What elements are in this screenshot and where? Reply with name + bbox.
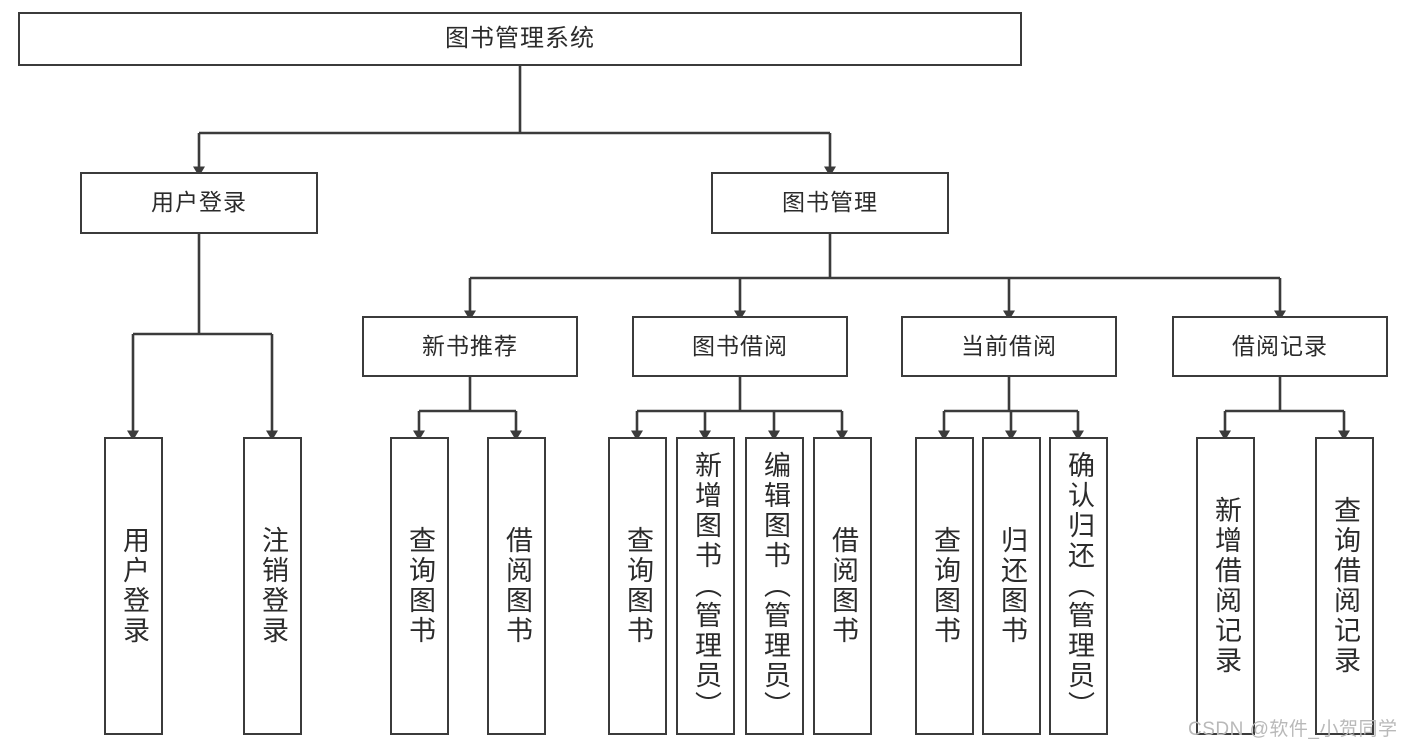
node-label: 确认归还（管理员） [1064, 451, 1094, 721]
node-label: 借阅图书 [502, 526, 532, 646]
watermark-text: CSDN @软件_小贺同学 [1188, 719, 1398, 740]
leaf-edit-book[interactable]: 编辑图书（管理员） [745, 437, 804, 735]
node-label: 查询图书 [405, 526, 435, 646]
node-label: 图书管理系统 [445, 24, 595, 52]
node-book-manage[interactable]: 图书管理 [711, 172, 949, 234]
node-label: 注销登录 [258, 526, 288, 646]
leaf-add-book[interactable]: 新增图书（管理员） [676, 437, 735, 735]
leaf-query-book-current[interactable]: 查询图书 [915, 437, 974, 735]
node-borrow-record[interactable]: 借阅记录 [1172, 316, 1388, 377]
node-new-book-recommend[interactable]: 新书推荐 [362, 316, 578, 377]
node-user-login[interactable]: 用户登录 [80, 172, 318, 234]
leaf-user-login[interactable]: 用户登录 [104, 437, 163, 735]
leaf-query-book-recommend[interactable]: 查询图书 [390, 437, 449, 735]
node-label: 用户登录 [151, 189, 247, 216]
leaf-add-borrow-record[interactable]: 新增借阅记录 [1196, 437, 1255, 735]
node-root-system[interactable]: 图书管理系统 [18, 12, 1022, 66]
leaf-confirm-return[interactable]: 确认归还（管理员） [1049, 437, 1108, 735]
node-label: 新增图书（管理员） [691, 451, 721, 721]
node-label: 新书推荐 [422, 332, 518, 359]
node-label: 当前借阅 [961, 332, 1057, 359]
leaf-borrow-book[interactable]: 借阅图书 [813, 437, 872, 735]
node-label: 查询借阅记录 [1330, 496, 1360, 676]
node-label: 查询图书 [930, 526, 960, 646]
node-label: 图书借阅 [692, 332, 788, 359]
leaf-return-book[interactable]: 归还图书 [982, 437, 1041, 735]
node-label: 图书管理 [782, 189, 878, 216]
leaf-query-borrow-record[interactable]: 查询借阅记录 [1315, 437, 1374, 735]
leaf-logout-login[interactable]: 注销登录 [243, 437, 302, 735]
node-label: 新增借阅记录 [1211, 496, 1241, 676]
node-current-borrow[interactable]: 当前借阅 [901, 316, 1117, 377]
node-label: 编辑图书（管理员） [760, 451, 790, 721]
node-book-borrow[interactable]: 图书借阅 [632, 316, 848, 377]
node-label: 查询图书 [623, 526, 653, 646]
node-label: 借阅记录 [1232, 332, 1328, 359]
node-label: 用户登录 [119, 526, 149, 646]
leaf-query-book-borrow[interactable]: 查询图书 [608, 437, 667, 735]
leaf-borrow-book-recommend[interactable]: 借阅图书 [487, 437, 546, 735]
node-label: 借阅图书 [828, 526, 858, 646]
node-label: 归还图书 [997, 526, 1027, 646]
